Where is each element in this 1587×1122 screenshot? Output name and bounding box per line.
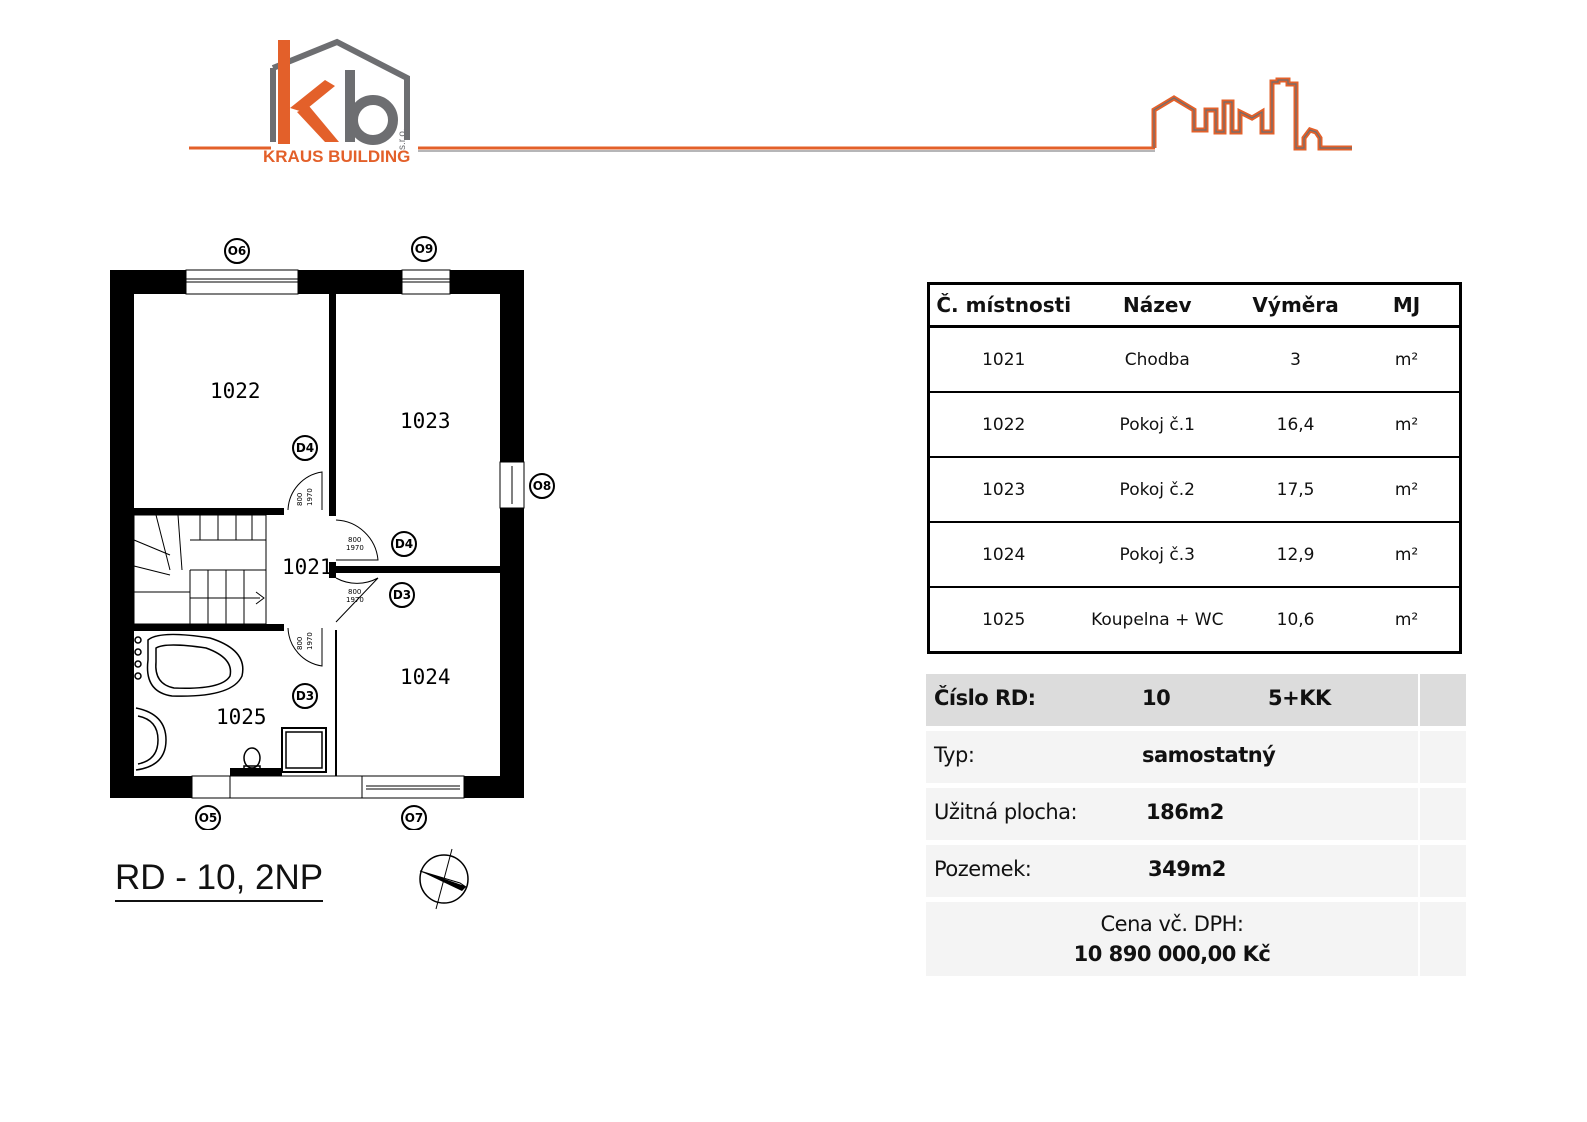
door-tag-d4: D4 xyxy=(296,441,314,455)
room-unit-cell: m² xyxy=(1354,522,1461,588)
plan-title: RD - 10, 2NP xyxy=(115,858,324,902)
door-dim-height: 1970 xyxy=(306,632,314,650)
door-dim-height: 1970 xyxy=(346,596,364,604)
room-number-cell: 1024 xyxy=(928,522,1078,588)
rooms-table-header: Č. místnosti Název Výměra MJ xyxy=(928,283,1461,328)
table-row: 1022 Pokoj č.1 16,4 m² xyxy=(928,392,1461,458)
price-label: Cena vč. DPH: xyxy=(1100,912,1244,936)
floor-plan-drawing: 800 1970 800 1970 800 1970 800 1970 10 xyxy=(110,236,555,831)
room-name-cell: Chodba xyxy=(1077,326,1238,393)
land-value: 349m2 xyxy=(1148,857,1226,881)
room-unit-cell: m² xyxy=(1354,392,1461,458)
room-number-1021: 1021 xyxy=(282,555,333,579)
table-row: 1024 Pokoj č.3 12,9 m² xyxy=(928,522,1461,588)
room-unit-cell: m² xyxy=(1354,326,1461,393)
room-area-cell: 17,5 xyxy=(1237,457,1355,523)
door-dim-width: 800 xyxy=(348,588,361,596)
door-dim-width: 800 xyxy=(296,493,304,506)
info-row-land: Pozemek: 349m2 xyxy=(926,845,1466,897)
room-number-cell: 1025 xyxy=(982,609,1026,630)
column-header-room-number: Č. místnosti xyxy=(928,283,1078,328)
north-arrow-icon xyxy=(419,848,469,910)
table-row: 1021 Chodba 3 m² xyxy=(928,326,1461,393)
info-divider xyxy=(1418,902,1420,976)
room-area-cell: 10,6 xyxy=(1276,609,1315,630)
header-rule xyxy=(418,146,1155,152)
city-skyline-icon xyxy=(1151,77,1352,151)
rd-number-label: Číslo RD: xyxy=(934,686,1036,710)
info-divider xyxy=(1418,845,1420,897)
column-header-area: Výměra xyxy=(1237,283,1355,328)
info-divider xyxy=(1418,788,1420,840)
room-number-cell: 1023 xyxy=(928,457,1078,523)
room-unit-cell: m² xyxy=(1394,609,1419,630)
kraus-building-logo: s.r.o. KRAUS BUILDING xyxy=(189,38,410,166)
window-tag-o7: O7 xyxy=(405,811,424,825)
table-row: 1023 Pokoj č.2 17,5 m² xyxy=(928,457,1461,523)
column-header-name: Název xyxy=(1077,283,1238,328)
type-value: samostatný xyxy=(1142,743,1276,767)
logo-company-name: KRAUS BUILDING xyxy=(263,147,410,166)
window-tag-o5: O5 xyxy=(199,811,218,825)
usable-area-label: Užitná plocha: xyxy=(934,800,1078,824)
room-number-1023: 1023 xyxy=(400,409,451,433)
door-dim-height: 1970 xyxy=(346,544,364,552)
info-row-type: Typ: samostatný xyxy=(926,731,1466,783)
room-area-cell: 3 xyxy=(1237,326,1355,393)
logo-suffix: s.r.o. xyxy=(397,128,408,150)
house-info: Číslo RD: 10 5+KK Typ: samostatný Užitná… xyxy=(926,674,1466,976)
price-value: 10 890 000,00 Kč xyxy=(1073,942,1271,966)
rooms-table: Č. místnosti Název Výměra MJ 1021 Chodba… xyxy=(927,282,1462,654)
room-name-cell: Pokoj č.3 xyxy=(1077,522,1238,588)
info-row-price: Cena vč. DPH: 10 890 000,00 Kč xyxy=(926,902,1466,976)
land-label: Pozemek: xyxy=(934,857,1032,881)
room-number-cell: 1021 xyxy=(928,326,1078,393)
rd-number-value: 10 xyxy=(1142,686,1171,710)
room-name-cell: Pokoj č.2 xyxy=(1077,457,1238,523)
door-dim-width: 800 xyxy=(296,637,304,650)
window-tag-o8: O8 xyxy=(533,479,552,493)
door-tag-d3: D3 xyxy=(393,588,411,602)
table-row: 1025 Koupelna + WC 10,6 m² xyxy=(929,587,1461,653)
door-tag-d3: D3 xyxy=(296,689,314,703)
room-number-1022: 1022 xyxy=(210,379,261,403)
room-number-1025: 1025 xyxy=(216,705,267,729)
room-area-cell: 16,4 xyxy=(1237,392,1355,458)
room-number-1024: 1024 xyxy=(400,665,451,689)
column-header-unit: MJ xyxy=(1354,283,1461,328)
window-tag-o6: O6 xyxy=(228,244,247,258)
info-divider xyxy=(1418,731,1420,783)
rd-layout-value: 5+KK xyxy=(1268,686,1331,710)
door-dim-height: 1970 xyxy=(306,488,314,506)
window-tag-o9: O9 xyxy=(415,242,434,256)
usable-area-value: 186m2 xyxy=(1146,800,1224,824)
door-dim-width: 800 xyxy=(348,536,361,544)
page-header: s.r.o. KRAUS BUILDING xyxy=(0,0,1587,200)
room-number-cell: 1022 xyxy=(928,392,1078,458)
info-divider xyxy=(1418,674,1420,726)
info-row-rd-number: Číslo RD: 10 5+KK xyxy=(926,674,1466,726)
room-unit-cell: m² xyxy=(1354,457,1461,523)
room-area-cell: 12,9 xyxy=(1237,522,1355,588)
door-tag-d4: D4 xyxy=(395,537,413,551)
info-row-usable-area: Užitná plocha: 186m2 xyxy=(926,788,1466,840)
room-name-cell: Pokoj č.1 xyxy=(1077,392,1238,458)
type-label: Typ: xyxy=(934,743,975,767)
room-name-cell: Koupelna + WC xyxy=(1091,609,1224,630)
floor-plan: 800 1970 800 1970 800 1970 800 1970 10 xyxy=(100,230,580,831)
